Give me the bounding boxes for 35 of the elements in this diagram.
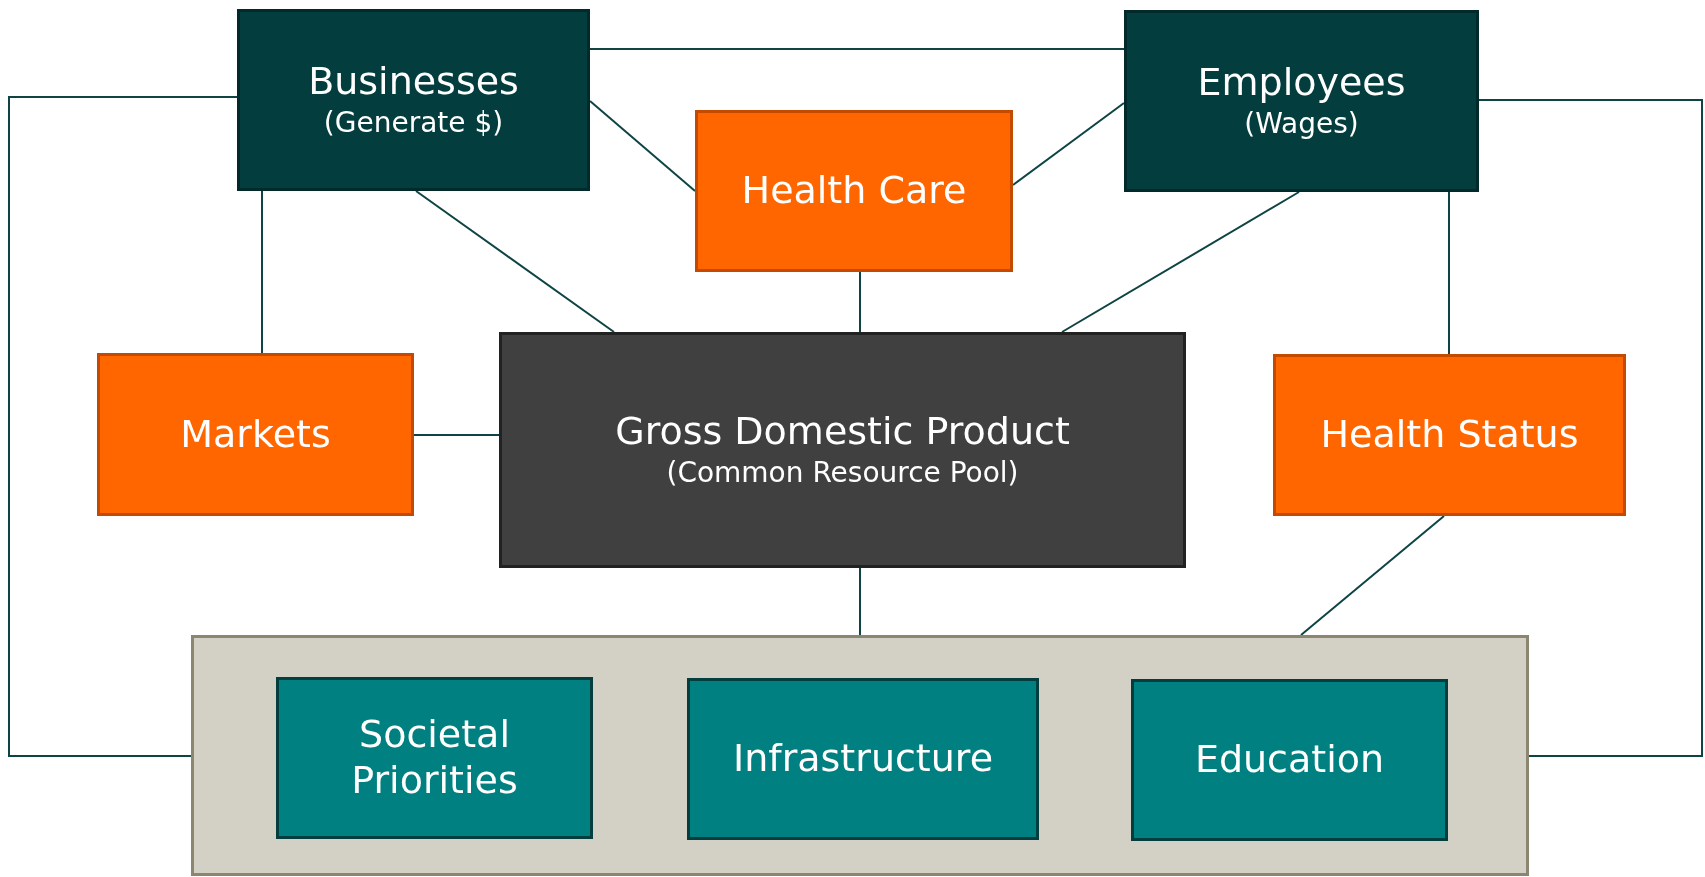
node-title: Health Care: [741, 168, 967, 214]
connector-line: [859, 567, 861, 636]
node-title: Education: [1194, 737, 1385, 783]
central-box: [499, 332, 1186, 568]
connector-line: [589, 100, 696, 192]
node-title: Gross Domestic Product: [615, 409, 1070, 455]
connector-line: [1012, 102, 1125, 186]
connector-line: [1300, 515, 1445, 636]
component-box: [276, 677, 593, 839]
node-title: Health Status: [1320, 412, 1579, 458]
node-subtitle: (Generate $): [323, 104, 504, 141]
connector-line: [8, 96, 238, 757]
connector-line: [859, 271, 861, 333]
connector-line: [261, 190, 263, 354]
connector-line: [413, 434, 500, 436]
node-title: Employees: [1197, 60, 1406, 106]
node-title: Businesses: [308, 59, 519, 105]
highlight-box: [1273, 354, 1626, 516]
primary-box: [1124, 10, 1479, 192]
node-title: Societal Priorities: [350, 712, 519, 804]
connector-line: [415, 190, 615, 333]
connector-line: [1061, 191, 1300, 333]
node-title: Infrastructure: [733, 736, 993, 782]
highlight-box: [695, 110, 1013, 272]
node-subtitle: (Common Resource Pool): [666, 454, 1019, 491]
connector-line: [1478, 99, 1703, 757]
component-box: [1131, 679, 1448, 841]
component-box: [687, 678, 1039, 840]
node-subtitle: (Wages): [1244, 105, 1359, 142]
primary-box: [237, 9, 590, 191]
group-panel: [191, 635, 1529, 876]
connector-line: [589, 48, 1125, 50]
node-title: Markets: [180, 411, 331, 458]
highlight-box: [97, 353, 414, 516]
connector-line: [1448, 191, 1450, 355]
